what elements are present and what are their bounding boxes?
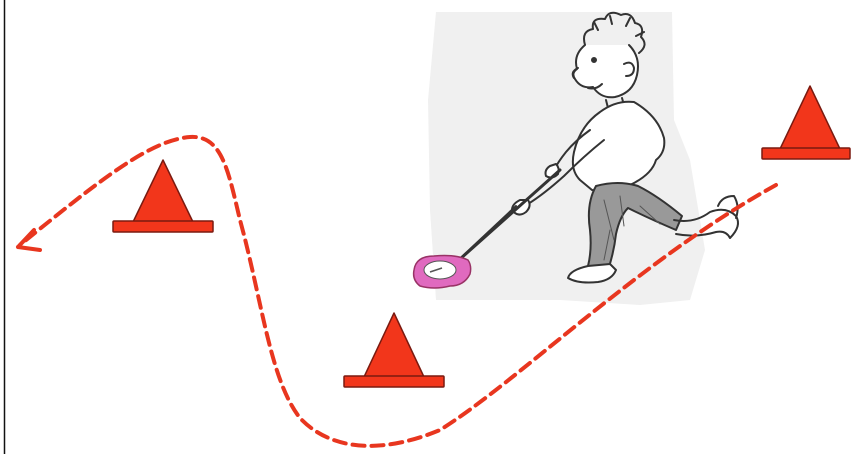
puck-icon <box>414 256 471 289</box>
traffic-cone-icon <box>762 86 850 159</box>
traffic-cone-icon <box>113 160 213 232</box>
traffic-cone-icon <box>344 313 444 387</box>
sketch-background <box>428 12 705 305</box>
